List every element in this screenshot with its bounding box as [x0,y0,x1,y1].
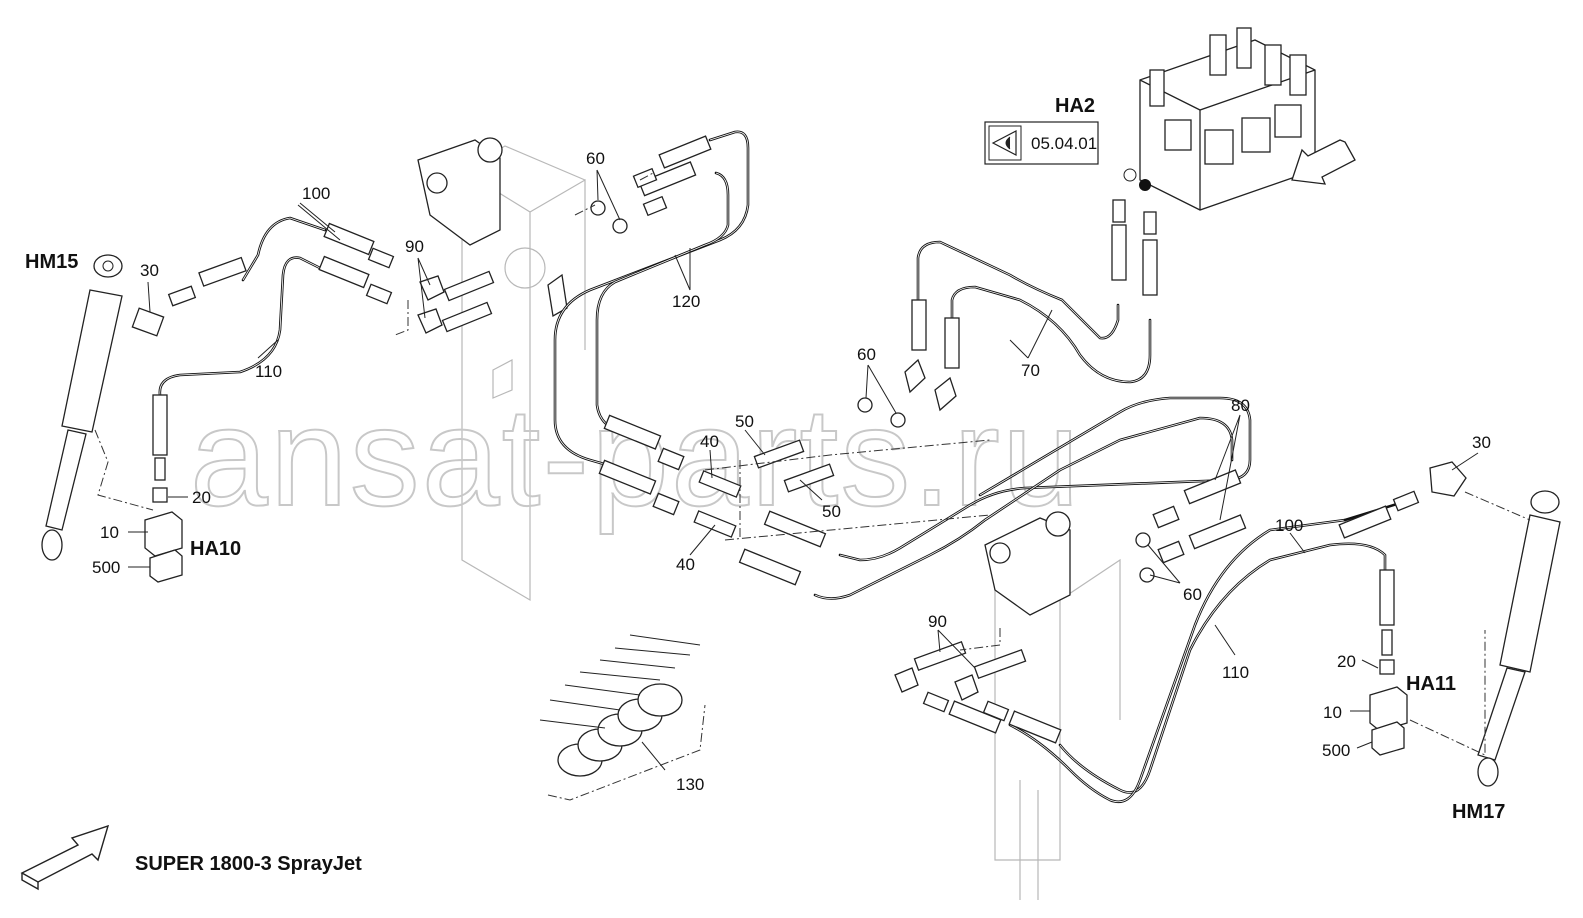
cable-ties-130 [539,634,701,777]
left-frame [417,137,586,602]
callout-130: 130 [676,775,704,794]
label-hm15: HM15 [25,251,78,273]
callout-500: 500 [1322,741,1350,760]
callout-70: 70 [1021,361,1040,380]
view-reference-box[interactable]: 05.04.01 [984,121,1099,165]
callout-100: 100 [1275,516,1303,535]
valve-ha11 [1369,686,1408,756]
leader-lines [128,169,1479,771]
component-labels: HM15 HM17 HA10 HA11 HA2 [25,95,1505,823]
direction-arrow-right [1291,139,1356,185]
hose-lines [158,130,1412,804]
callout-10: 10 [100,523,119,542]
fittings [131,135,1467,744]
callout-120: 120 [672,292,700,311]
callout-80: 80 [1231,396,1250,415]
reference-page: 05.04.01 [1031,134,1097,153]
label-hm17: HM17 [1452,801,1505,823]
callout-50: 50 [822,502,841,521]
callout-100: 100 [302,184,330,203]
callout-20: 20 [1337,652,1356,671]
callout-40: 40 [700,432,719,451]
right-frame [984,511,1121,900]
callout-60: 60 [857,345,876,364]
callout-numbers: 100 30 90 60 120 110 20 10 500 50 40 50 … [92,149,1491,794]
model-title: SUPER 1800-3 SprayJet [135,853,362,875]
callout-90: 90 [928,612,947,631]
callout-90: 90 [405,237,424,256]
callout-110: 110 [1222,663,1249,682]
callout-60: 60 [586,149,605,168]
label-ha10: HA10 [190,538,241,560]
callout-10: 10 [1323,703,1342,722]
direction-arrow-bottom-left [20,824,110,891]
cylinder-hm17 [1477,490,1561,787]
centerlines [94,171,1531,801]
callout-500: 500 [92,558,120,577]
callout-110: 110 [255,362,282,381]
callout-40: 40 [676,555,695,574]
watermark: ansat-parts.ru [190,378,1082,535]
control-valve-ha2 [1123,27,1316,211]
label-ha11: HA11 [1406,673,1456,695]
callout-30: 30 [140,261,159,280]
valve-ha10 [144,511,183,583]
eye-icon [991,130,1017,156]
callout-20: 20 [192,488,211,507]
callout-60: 60 [1183,585,1202,604]
callout-30: 30 [1472,433,1491,452]
cylinder-hm15 [41,254,123,561]
callout-50: 50 [735,412,754,431]
label-ha2: HA2 [1055,95,1095,117]
